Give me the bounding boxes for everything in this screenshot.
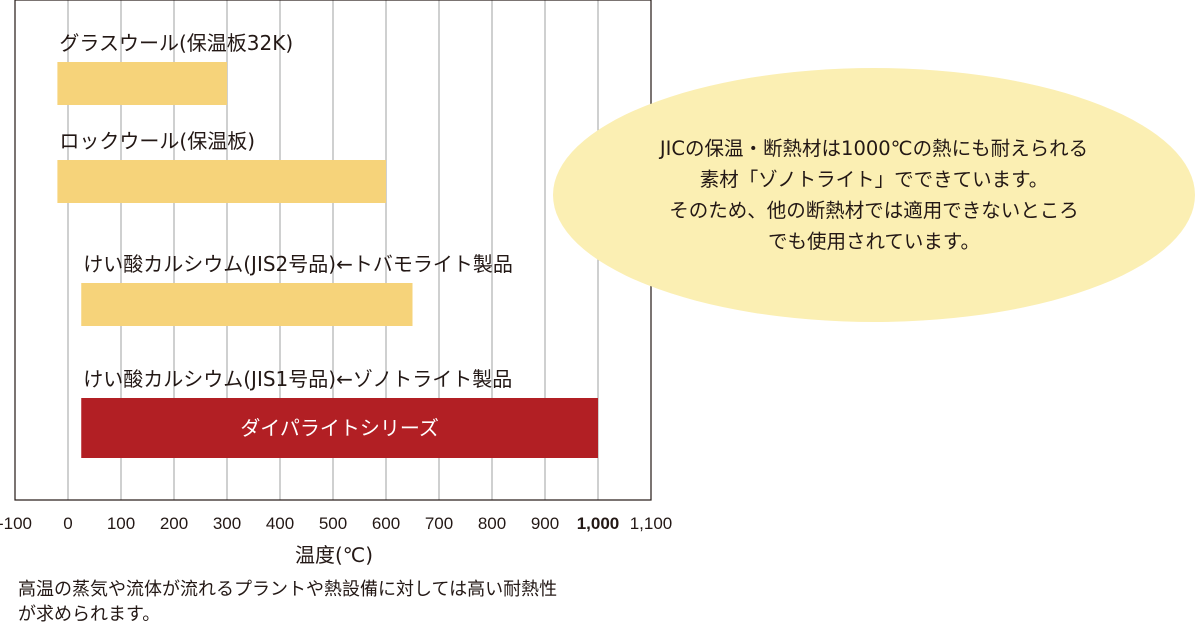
category-label: グラスウール(保温板32K) xyxy=(59,31,293,55)
bar xyxy=(81,283,413,326)
category-label: けい酸カルシウム(JIS2号品)←トバモライト製品 xyxy=(83,252,513,276)
x-tick-label: 700 xyxy=(425,514,453,533)
x-tick-label: 200 xyxy=(160,514,188,533)
x-tick-label: 400 xyxy=(266,514,294,533)
callout-line: JICの保温・断熱材は1000℃の熱にも耐えられる xyxy=(659,137,1089,160)
x-axis-title: 温度(℃) xyxy=(295,543,373,567)
category-label: けい酸カルシウム(JIS1号品)←ゾノトライト製品 xyxy=(83,367,512,391)
bar xyxy=(81,398,598,458)
x-tick-label: 800 xyxy=(478,514,506,533)
category-label: ロックウール(保温板) xyxy=(59,129,255,153)
x-tick-label: 600 xyxy=(372,514,400,533)
x-tick-label: 100 xyxy=(107,514,135,533)
bar xyxy=(57,62,228,105)
bar xyxy=(57,160,387,203)
bars: ダイパライトシリーズ xyxy=(57,62,598,458)
callout-bubble: JICの保温・断熱材は1000℃の熱にも耐えられる 素材「ゾノトライト」でできて… xyxy=(553,68,1195,322)
callout-line: そのため、他の断熱材では適用できないところ xyxy=(669,199,1079,222)
callout-line: でも使用されています。 xyxy=(768,230,980,253)
bar-inner-label: ダイパライトシリーズ xyxy=(240,416,439,440)
x-tick-label: 1,100 xyxy=(630,514,673,533)
x-tick-label: 1,000 xyxy=(577,514,620,533)
callout-line: 素材「ゾノトライト」でできています。 xyxy=(699,168,1049,191)
footnote-line: 高温の蒸気や流体が流れるプラントや熱設備に対しては高い耐熱性 xyxy=(18,579,558,600)
footnote-line: が求められます。 xyxy=(18,604,161,625)
footnote: 高温の蒸気や流体が流れるプラントや熱設備に対しては高い耐熱性 が求められます。 xyxy=(18,577,698,627)
x-tick-label: 900 xyxy=(531,514,559,533)
category-labels: グラスウール(保温板32K) ロックウール(保温板) けい酸カルシウム(JIS2号品… xyxy=(59,31,512,391)
x-tick-label: 500 xyxy=(319,514,347,533)
callout-text: JICの保温・断熱材は1000℃の熱にも耐えられる 素材「ゾノトライト」でできて… xyxy=(660,133,1088,257)
x-tick-labels: -100 0 100 200 300 400 500 600 700 800 900 1,000 1,1… xyxy=(0,514,672,533)
x-tick-label: 0 xyxy=(63,514,72,533)
x-tick-label: -100 xyxy=(0,514,32,533)
x-tick-label: 300 xyxy=(213,514,241,533)
